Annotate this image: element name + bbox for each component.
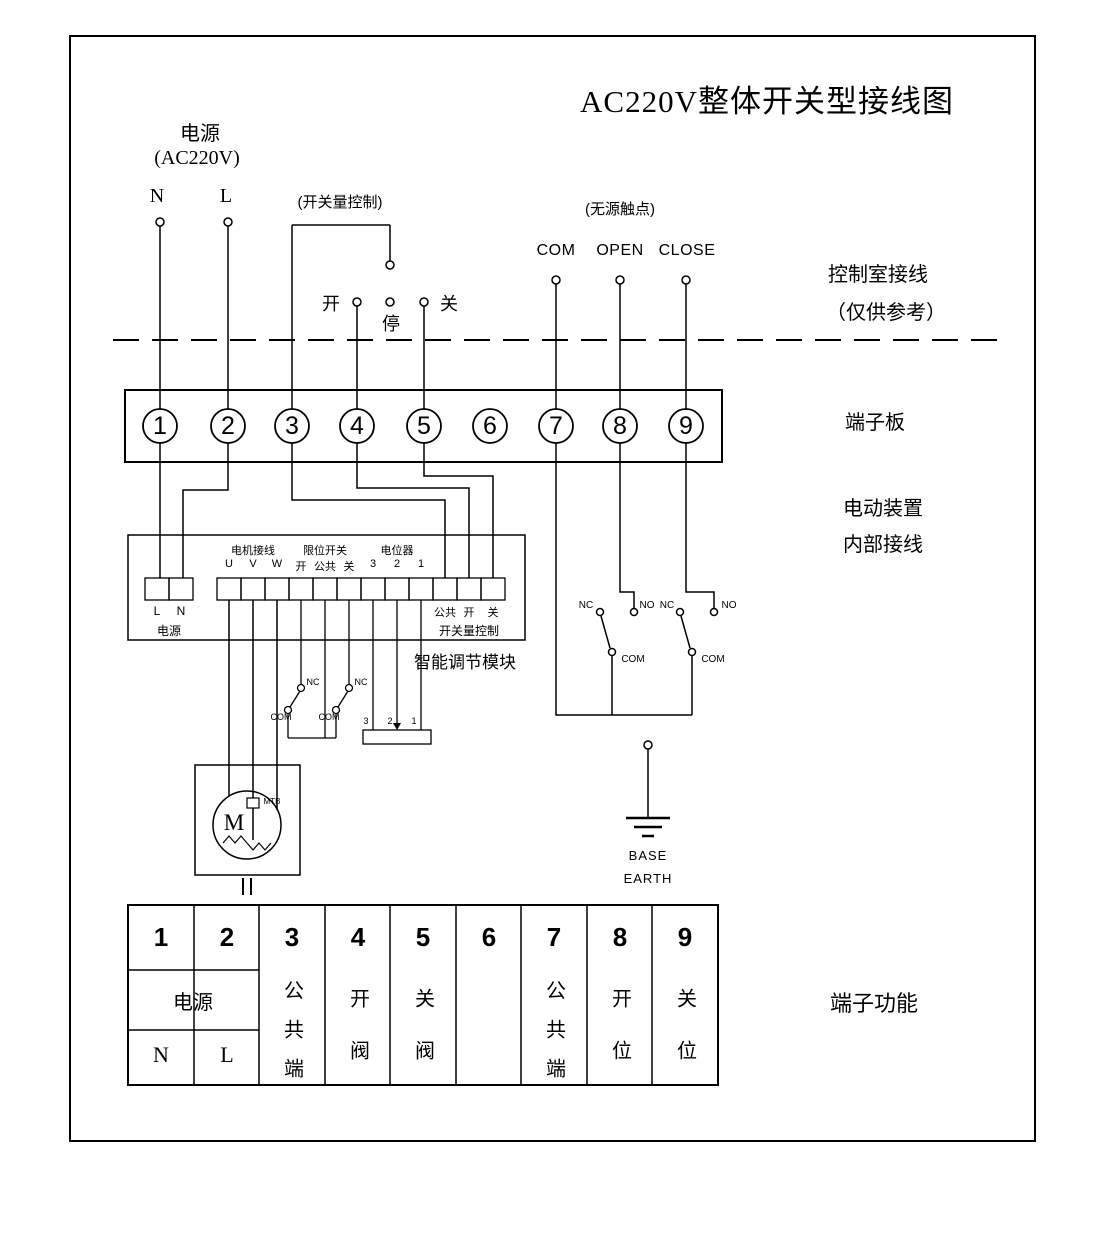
fb-sw2-nc-label: NC [659,600,675,611]
fb-sw1-nc-label: NC [578,600,594,611]
module-pin-ctrl-open: 开 [463,607,475,619]
module-pin-n: N [176,604,186,618]
potentiometer-symbol [362,600,432,745]
power-source-label-2: (AC220V) [154,147,240,169]
module-pin-pot-2: 2 [393,558,401,570]
fb-sw2-no-label: NO [721,600,737,611]
feedback-switch-symbols [595,607,719,657]
module-pin-limit-open: 开 [295,561,307,573]
fn-col-3-number: 3 [284,922,300,952]
board-to-device-wires [159,443,715,716]
terminal-number-7: 7 [549,412,563,440]
internal-wiring-label-2: 内部接线 [843,534,923,556]
pot-wire-2-label: 2 [387,716,393,726]
function-table-inner-lines [128,905,653,1085]
fn-col-4-number: 4 [350,922,366,952]
fn-l-cell: L [220,1042,234,1067]
fb-sw1-com-label: COM [621,654,645,665]
limit-sw2-nc-label: NC [354,677,368,687]
fn-col-8-function: 开位 [608,988,631,1092]
module-name-label: 智能调节模块 [414,653,516,672]
fn-col-5-function: 关阀 [411,988,434,1092]
fn-col-1-number: 1 [153,922,169,952]
module-pin-limit-common: 公共 [314,561,336,573]
terminal-number-3: 3 [285,412,299,440]
control-room-note-2: （仅供参考） [826,302,946,324]
module-limit-group-label: 限位开关 [303,545,347,557]
motor-assembly [194,600,301,895]
module-pin-squares [144,577,506,601]
fn-col-5-number: 5 [415,922,431,952]
module-pin-u: U [225,558,233,570]
fn-col-3-function: 公共端 [280,980,303,1097]
fn-col-4-function: 开阀 [346,988,369,1092]
module-pin-ctrl-common: 公共 [434,607,456,619]
outer-border [69,35,1036,1142]
module-pin-pot-3: 3 [369,558,377,570]
module-power-label: 电源 [156,624,182,638]
close-wire-label: CLOSE [658,242,716,259]
limit-sw2-com-label: COM [318,712,340,722]
terminal-number-2: 2 [221,412,235,440]
fn-col-6-number: 6 [481,922,497,952]
fb-sw1-no-label: NO [639,600,655,611]
earth-label-base: BASE [628,848,668,863]
limit-sw1-nc-label: NC [306,677,320,687]
terminal-number-8: 8 [613,412,627,440]
terminal-function-label: 端子功能 [830,991,919,1016]
fn-col-9-number: 9 [677,922,693,952]
fn-col-7-function: 公共端 [542,980,565,1097]
close-switch-label: 关 [440,294,458,314]
module-pin-v: V [249,558,257,570]
fn-col-7-number: 7 [546,922,562,952]
terminal-number-1: 1 [153,412,167,440]
fn-power-cell: 电源 [173,992,213,1014]
fn-n-cell: N [153,1042,169,1067]
motor-mtb-label: MTB [263,797,281,806]
fb-sw2-com-label: COM [701,654,725,665]
fn-col-8-number: 8 [612,922,628,952]
com-wire-label: COM [536,242,576,259]
control-room-wires [155,217,691,409]
pot-wire-3-label: 3 [363,716,369,726]
control-room-note-1: 控制室接线 [828,264,928,286]
motor-m-label: M [223,810,245,835]
earth-symbol [626,740,670,838]
terminal-number-6: 6 [483,412,497,440]
module-motor-group-label: 电机接线 [231,545,275,557]
wire-n-label: N [149,185,165,207]
terminal-number-5: 5 [417,412,431,440]
module-pin-pot-1: 1 [417,558,425,570]
terminal-board-label: 端子板 [845,412,905,434]
module-pin-l: L [153,604,161,618]
internal-wiring-label-1: 电动装置 [843,498,923,520]
limit-sw1-com-label: COM [270,712,292,722]
module-pin-w: W [271,558,283,570]
module-pin-ctrl-close: 关 [487,607,499,619]
power-source-label-1: 电源 [180,123,220,145]
switch-control-caption: (开关量控制) [297,194,383,211]
stop-switch-label: 停 [382,314,400,334]
open-switch-label: 开 [322,294,340,314]
limit-switch-symbols [283,600,354,739]
page-title: AC220V整体开关型接线图 [580,84,954,119]
open-wire-label: OPEN [596,242,644,259]
module-pin-limit-close: 关 [343,561,355,573]
terminal-number-4: 4 [350,412,364,440]
fn-col-9-function: 关位 [673,988,696,1092]
function-table-grid [127,904,719,1086]
fn-col-2-number: 2 [219,922,235,952]
module-ctrl-label: 开关量控制 [438,624,500,638]
terminal-number-9: 9 [679,412,693,440]
earth-label-earth: EARTH [623,871,673,886]
module-pot-group-label: 电位器 [380,545,414,557]
wire-l-label: L [219,185,233,207]
dry-contact-caption: (无源触点) [585,201,655,218]
pot-wire-1-label: 1 [411,716,417,726]
